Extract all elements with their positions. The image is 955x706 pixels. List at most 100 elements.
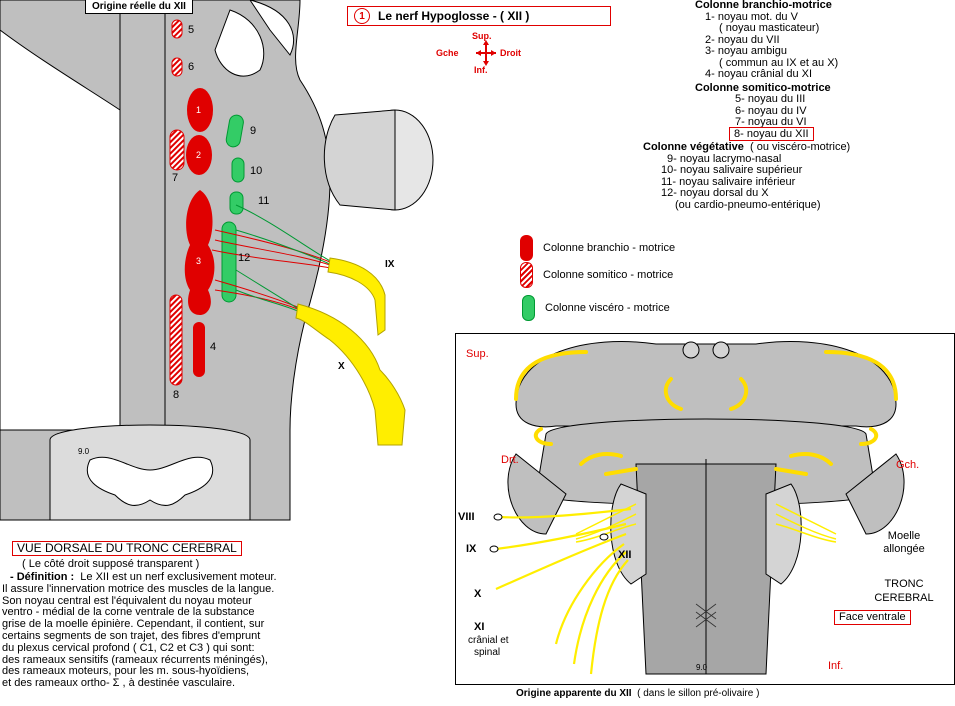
nucleus-6 bbox=[171, 57, 183, 77]
branchio-item-1: ( noyau masticateur) bbox=[719, 22, 820, 34]
definition-line-9: et des rameaux ortho- Σ , à destinée vas… bbox=[2, 677, 236, 690]
upper-lobe bbox=[214, 9, 265, 77]
tronc-label-1: TRONC bbox=[884, 578, 924, 590]
definition-line-8: des rameaux moteurs, pour les m. sous-hy… bbox=[2, 665, 250, 678]
definition-line-1: Il assure l'innervation motrice des musc… bbox=[2, 582, 275, 595]
nucleus-label-12: 12 bbox=[238, 252, 251, 264]
olive-left bbox=[765, 483, 802, 585]
vegetative-item-1: 10- noyau salivaire supérieur bbox=[661, 164, 803, 176]
branchio-item-0: 1- noyau mot. du V bbox=[705, 10, 798, 23]
somitico-item-3: 8- noyau du XII bbox=[729, 126, 955, 141]
legend-branchio-label: Colonne branchio - motrice bbox=[543, 242, 676, 254]
definition-line-4: grise de la moelle épinière. Cependant, … bbox=[2, 618, 265, 631]
somitico-swatch bbox=[520, 262, 533, 288]
cord-gray-matter bbox=[87, 456, 213, 506]
dorsal-caption-sub: ( Le côté droit supposé transparent ) bbox=[22, 558, 200, 570]
cerebellum-left bbox=[845, 453, 905, 535]
ventral-view-diagram bbox=[489, 341, 905, 675]
legend-somitico: Colonne somitico - motrice bbox=[520, 262, 673, 288]
nucleus-label-9: 9 bbox=[250, 125, 257, 137]
nucleus-1 bbox=[187, 88, 213, 132]
definition-line-2: Son noyau central est l'équivalent du no… bbox=[2, 594, 252, 607]
nucleus-8 bbox=[169, 294, 183, 386]
cerebellum-right bbox=[507, 453, 567, 535]
nerve-label-ix: IX bbox=[385, 259, 395, 270]
compass-left: Gche bbox=[436, 48, 459, 58]
compass-inf: Inf. bbox=[474, 65, 488, 75]
vegetative-title-row: Colonne végétative ( ou viscéro-motrice) bbox=[643, 141, 955, 154]
definition-block: - Définition : Le XII est un nerf exclus… bbox=[2, 571, 452, 690]
viscero-swatch bbox=[522, 295, 535, 321]
definition-line-0: Le XII est un nerf exclusivement moteur. bbox=[80, 571, 277, 583]
definition-label: - Définition : bbox=[10, 571, 75, 583]
ventral-caption-note: ( dans le sillon pré-olivaire ) bbox=[637, 688, 760, 699]
nerve-root-xii bbox=[599, 533, 609, 541]
nucleus-label-4: 4 bbox=[210, 341, 217, 353]
tronc-label-2: CEREBRAL bbox=[874, 592, 934, 604]
ventral-sup: Sup. bbox=[466, 348, 489, 360]
ventral-nerve-x: X bbox=[474, 588, 482, 600]
title-number: 1 bbox=[354, 8, 370, 24]
definition-line-7: des rameaux sensitifs (rameaux récurrent… bbox=[2, 653, 268, 666]
olive-right bbox=[610, 483, 647, 585]
columns-list: Colonne branchio-motrice 1- noyau mot. d… bbox=[625, 0, 955, 211]
nucleus-label-6: 6 bbox=[188, 61, 195, 73]
nucleus-11 bbox=[229, 191, 244, 215]
ventral-nerves bbox=[514, 350, 898, 476]
ventral-view-frame: Sup. Drt. Gch. Inf. VIII IX X XI crânial… bbox=[455, 333, 955, 685]
xi-note-2: spinal bbox=[474, 647, 501, 658]
mammillary-body-2 bbox=[712, 341, 730, 359]
ventral-cord-label: 9.0 bbox=[696, 663, 708, 672]
legend-somitico-label: Colonne somitico - motrice bbox=[543, 269, 674, 281]
branchio-swatch bbox=[520, 235, 533, 261]
ventral-nerve-viii: VIII bbox=[458, 511, 475, 523]
nucleus-label-1: 1 bbox=[196, 105, 202, 115]
nucleus-9 bbox=[225, 114, 244, 148]
vegetative-item-3: 12- noyau dorsal du X bbox=[661, 187, 769, 199]
dorsal-caption: VUE DORSALE DU TRONC CEREBRAL bbox=[12, 541, 242, 556]
ventral-nerve-ix: IX bbox=[466, 543, 477, 555]
nucleus-label-2: 2 bbox=[196, 150, 202, 160]
somitico-item-1: 6- noyau du IV bbox=[735, 104, 807, 117]
cord-label: 9.0 bbox=[78, 447, 90, 456]
vegetative-title: Colonne végétative bbox=[643, 141, 744, 153]
legend-viscero-label: Colonne viscéro - motrice bbox=[545, 302, 670, 314]
xi-note-1: crânial et bbox=[468, 635, 509, 646]
nerve-x bbox=[295, 303, 406, 446]
pedoncle-body bbox=[323, 109, 396, 211]
nucleus-label-3: 3 bbox=[196, 256, 202, 266]
definition-line-3: ventro - médial de la corne ventrale de … bbox=[2, 606, 255, 619]
nucleus-7 bbox=[169, 129, 185, 171]
dorsal-view-diagram bbox=[0, 0, 434, 521]
vegetative-title-note: ( ou viscéro-motrice) bbox=[749, 141, 851, 153]
somitico-item-2: 7- noyau du VI bbox=[735, 116, 807, 128]
title-text: Le nerf Hypoglosse - ( XII ) bbox=[378, 9, 530, 23]
moelle-label-2: allongée bbox=[883, 543, 925, 555]
ventral-xii-label: XII bbox=[618, 549, 632, 561]
somitico-title: Colonne somitico-motrice bbox=[695, 81, 831, 94]
nucleus-2 bbox=[186, 135, 212, 175]
nucleus-5 bbox=[171, 19, 183, 39]
midline-column bbox=[119, 0, 166, 441]
mammillary-body bbox=[682, 341, 700, 359]
title-box: 1 Le nerf Hypoglosse - ( XII ) bbox=[347, 6, 611, 26]
branchio-item-5: 4- noyau crânial du XI bbox=[705, 68, 813, 80]
definition-line-5: certains segments de son trajet, des fib… bbox=[2, 629, 261, 642]
nucleus-label-10: 10 bbox=[250, 165, 263, 177]
branchio-item-3: 3- noyau ambigu bbox=[705, 45, 787, 57]
face-ventrale-label: Face ventrale bbox=[834, 610, 911, 625]
legend-branchio: Colonne branchio - motrice bbox=[520, 235, 675, 261]
compass-sup: Sup. bbox=[472, 31, 492, 41]
nerve-root-ix bbox=[489, 545, 499, 553]
vegetative-item-0: 9- noyau lacrymo-nasal bbox=[667, 152, 782, 165]
ventral-drt: Drt. bbox=[501, 454, 519, 466]
nucleus-10 bbox=[231, 157, 245, 183]
definition-line-6: du plexus cervical profond ( C1, C2 et C… bbox=[2, 641, 255, 654]
nerve-root-viii bbox=[493, 513, 503, 521]
nerve-fibers bbox=[211, 204, 333, 313]
branchio-item-2: 2- noyau du VII bbox=[705, 33, 780, 46]
ventral-caption: Origine apparente du XII ( dans le sillo… bbox=[516, 688, 759, 699]
nucleus-label-8: 8 bbox=[173, 389, 180, 401]
lateral-nerves bbox=[495, 507, 632, 675]
upper-lobe-2 bbox=[249, 0, 295, 56]
